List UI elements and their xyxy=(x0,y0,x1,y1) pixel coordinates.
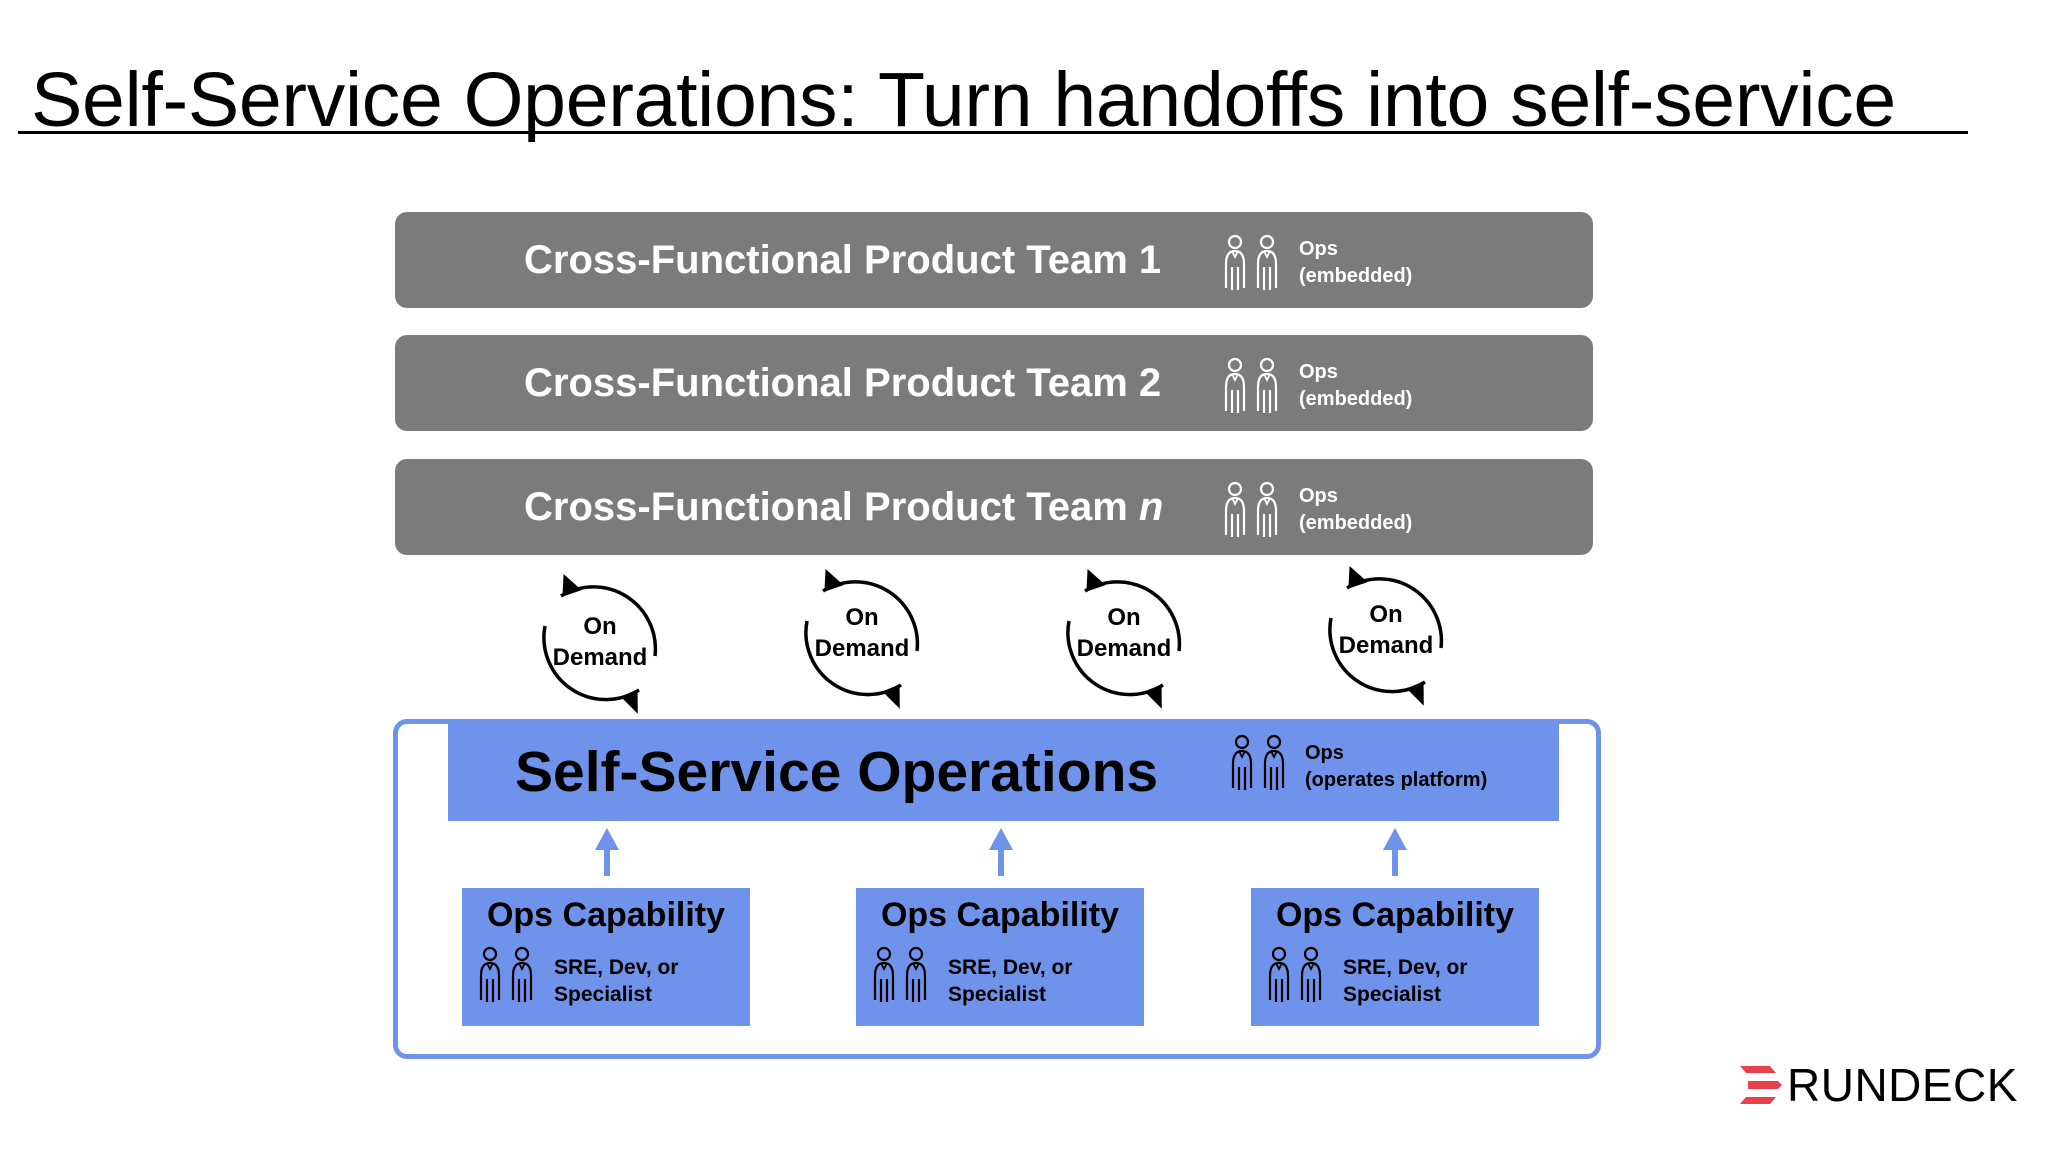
demand-label: Demand xyxy=(552,644,648,671)
on-demand-label: On Demand xyxy=(787,602,937,664)
roles-line-2: Specialist xyxy=(948,983,1047,1006)
platform-title: Self-Service Operations xyxy=(515,740,1159,804)
demand-label: Demand xyxy=(1338,632,1434,659)
capability-roles: SRE, Dev, or Specialist xyxy=(554,954,678,1008)
on-demand-cycle-3: On Demand xyxy=(1049,561,1199,711)
demand-label: Demand xyxy=(814,635,910,662)
roles-line-1: SRE, Dev, or xyxy=(1343,956,1468,979)
on-demand-label: On Demand xyxy=(525,611,675,673)
cycle-arrows-icon xyxy=(542,574,658,714)
people-icon xyxy=(1265,946,1329,1016)
ops-embedded-label: (embedded) xyxy=(1299,512,1413,534)
cycle-arrows-icon xyxy=(1328,566,1444,706)
product-team-1: Cross-Functional Product Team 1 Ops (emb… xyxy=(395,212,1593,308)
on-demand-cycle-2: On Demand xyxy=(787,561,937,711)
cycle-arrows-icon xyxy=(804,569,920,709)
on-demand-cycle-4: On Demand xyxy=(1311,558,1461,708)
logo-wordmark: RUNDECK xyxy=(1787,1059,2018,1111)
capability-title: Ops Capability xyxy=(880,896,1120,934)
on-demand-label: On Demand xyxy=(1049,602,1199,664)
ops-label: Ops xyxy=(1299,485,1338,507)
roles-line-1: SRE, Dev, or xyxy=(948,956,1073,979)
on-demand-label: On Demand xyxy=(1311,599,1461,661)
ops-label: Ops xyxy=(1299,238,1338,260)
up-arrow-icon xyxy=(989,828,1013,876)
people-icon xyxy=(1228,734,1292,804)
people-icon xyxy=(1221,357,1285,415)
team-name-prefix: Cross-Functional Product Team xyxy=(524,485,1139,529)
rundeck-mark-icon xyxy=(1740,1066,1782,1104)
people-icon xyxy=(1221,481,1285,539)
ops-capability-2: Ops Capability SRE, Dev, or Specialist xyxy=(856,888,1144,1026)
up-arrow-icon xyxy=(1383,828,1407,876)
on-label: On xyxy=(1369,601,1403,628)
team-name: Cross-Functional Product Team 2 xyxy=(524,361,1162,405)
on-demand-cycle-1: On Demand xyxy=(525,566,675,716)
product-team-n: Cross-Functional Product Team n Ops (emb… xyxy=(395,459,1593,555)
ops-capability-1: Ops Capability SRE, Dev, or Specialist xyxy=(462,888,750,1026)
demand-label: Demand xyxy=(1076,635,1172,662)
ops-label: Ops xyxy=(1305,742,1344,764)
cycle-arrows-icon xyxy=(1066,569,1182,709)
up-arrow-icon xyxy=(595,828,619,876)
team-ops-label: Ops (embedded) xyxy=(1299,483,1412,537)
on-label: On xyxy=(1107,604,1141,631)
people-icon xyxy=(870,946,934,1016)
rundeck-logo: RUNDECK xyxy=(1740,1060,2017,1110)
roles-line-1: SRE, Dev, or xyxy=(554,956,679,979)
team-name-variable: n xyxy=(1138,485,1164,529)
ops-operates-label: (operates platform) xyxy=(1305,769,1488,791)
team-ops-label: Ops (embedded) xyxy=(1299,359,1412,413)
capability-title: Ops Capability xyxy=(486,896,726,934)
capability-title: Ops Capability xyxy=(1275,896,1515,934)
people-icon xyxy=(476,946,540,1016)
team-name: Cross-Functional Product Team n xyxy=(524,459,1163,555)
self-service-operations-bar: Self-Service Operations Ops (operates pl… xyxy=(448,724,1559,821)
on-label: On xyxy=(845,604,879,631)
on-label: On xyxy=(583,613,617,640)
roles-line-2: Specialist xyxy=(1343,983,1442,1006)
ops-label: Ops xyxy=(1299,361,1338,383)
product-team-2: Cross-Functional Product Team 2 Ops (emb… xyxy=(395,335,1593,431)
ops-embedded-label: (embedded) xyxy=(1299,265,1413,287)
people-icon xyxy=(1221,234,1285,292)
ops-embedded-label: (embedded) xyxy=(1299,388,1413,410)
slide-title: Self-Service Operations: Turn handoffs i… xyxy=(31,57,1896,143)
capability-roles: SRE, Dev, or Specialist xyxy=(1343,954,1467,1008)
title-underline xyxy=(18,131,1968,134)
platform-ops-label: Ops (operates platform) xyxy=(1305,740,1487,794)
roles-line-2: Specialist xyxy=(554,983,653,1006)
team-name: Cross-Functional Product Team 1 xyxy=(524,238,1162,282)
team-ops-label: Ops (embedded) xyxy=(1299,236,1412,290)
ops-capability-3: Ops Capability SRE, Dev, or Specialist xyxy=(1251,888,1539,1026)
capability-roles: SRE, Dev, or Specialist xyxy=(948,954,1072,1008)
